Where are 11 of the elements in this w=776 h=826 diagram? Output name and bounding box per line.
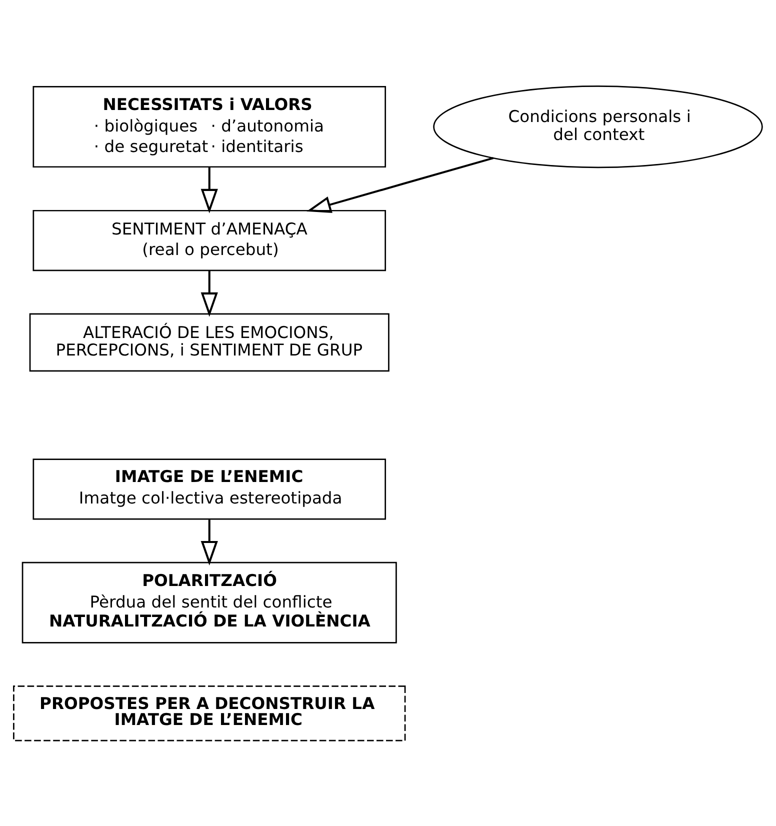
arrow — [200, 270, 218, 316]
node-box: NECESSITATS i VALORS · biològiques · d’autonomia · de seguretat· identitaris — [32, 86, 386, 168]
arrow — [306, 156, 494, 212]
arrow — [200, 519, 218, 565]
node-box: IMATGE DE L’ENEMIC Imatge col·lectiva estereotipada — [32, 458, 386, 520]
arrow — [200, 166, 218, 213]
node-box: ALTERACIÓ DE LES EMOCIONS, PERCEPCIONS, i SENTIMENT DE GRUP — [29, 312, 390, 372]
node-box: PROPOSTES PER A DECONSTRUIR LA IMATGE DE L’ENEMIC — [13, 685, 406, 741]
node-box: SENTIMENT d’AMENAÇA (real o percebut) — [32, 209, 386, 271]
node-ellipse: Condicions personals i del context — [433, 84, 763, 168]
node-box: POLARITZACIÓ Pèrdua del sentit del conflicte NATURALITZACIÓ DE LA VIOLÈNCIA — [22, 561, 397, 643]
